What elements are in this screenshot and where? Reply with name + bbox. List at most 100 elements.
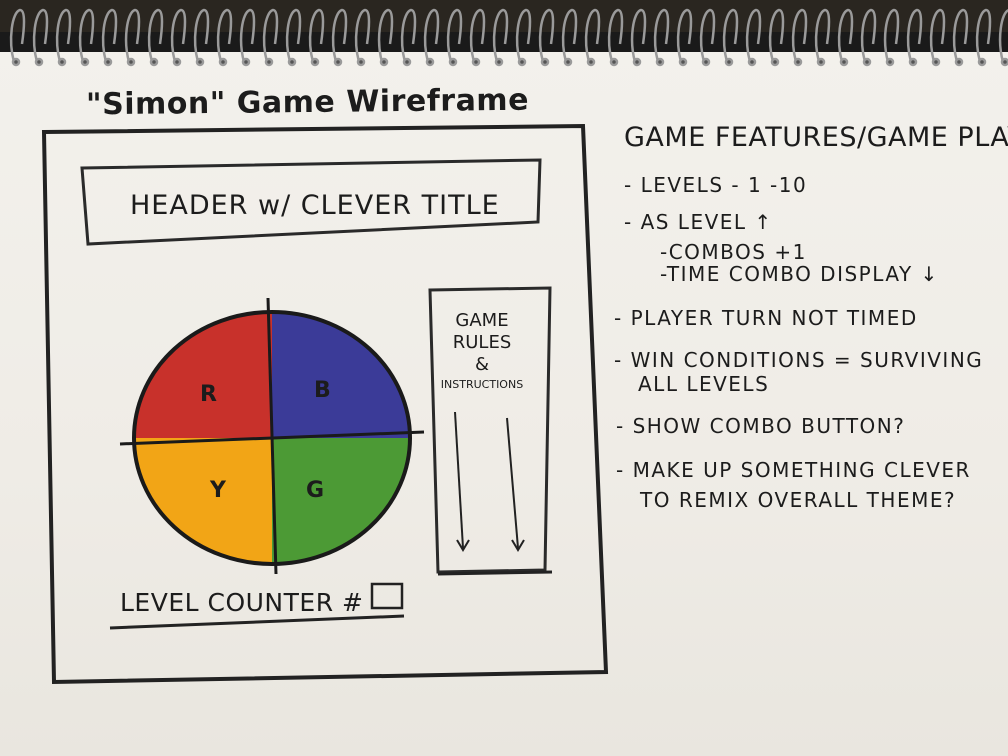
spiral-coil xyxy=(906,8,923,63)
binding-hole xyxy=(218,57,228,67)
spiral-coil xyxy=(952,8,969,63)
binding-hole xyxy=(609,57,619,67)
spiral-coil xyxy=(285,8,302,63)
binding-hole xyxy=(172,57,182,67)
binding-hole xyxy=(954,57,964,67)
binding-hole xyxy=(126,57,136,67)
spiral-coil xyxy=(699,8,716,63)
rules-arrow-right xyxy=(506,417,519,549)
header-placeholder-label: HEADER w/ CLEVER TITLE xyxy=(130,190,500,221)
spiral-coil xyxy=(630,8,647,63)
spiral-coil xyxy=(216,8,233,63)
spiral-coil xyxy=(124,8,141,63)
binding-hole xyxy=(862,57,872,67)
binding-hole xyxy=(356,57,366,67)
spiral-coil xyxy=(147,8,164,63)
spiral-coil xyxy=(860,8,877,63)
spiral-coil xyxy=(929,8,946,63)
spiral-coil xyxy=(883,8,900,63)
binding-hole xyxy=(517,57,527,67)
binding-hole xyxy=(977,57,987,67)
quadrant-label-blue: B xyxy=(314,378,331,403)
spiral-coil xyxy=(492,8,509,63)
note-item: - MAKE UP SOMETHING CLEVER xyxy=(616,458,971,482)
binding-hole xyxy=(402,57,412,67)
binding-hole xyxy=(655,57,665,67)
spiral-coil xyxy=(975,8,992,63)
rules-line-4: INSTRUCTIONS xyxy=(440,378,524,391)
header-box xyxy=(80,158,542,246)
binding-hole xyxy=(931,57,941,67)
spiral-coil xyxy=(78,8,95,63)
spiral-coil xyxy=(101,8,118,63)
spiral-coil xyxy=(722,8,739,63)
quadrant-yellow xyxy=(134,438,272,564)
spiral-coil xyxy=(584,8,601,63)
spiral-coil xyxy=(814,8,831,63)
binding-hole xyxy=(264,57,274,67)
binding-hole xyxy=(448,57,458,67)
spiral-coil xyxy=(791,8,808,63)
binding-hole xyxy=(287,57,297,67)
binding-hole xyxy=(839,57,849,67)
binding-hole xyxy=(241,57,251,67)
spiral-coil xyxy=(9,8,26,63)
spiral-coil xyxy=(653,8,670,63)
binding-hole xyxy=(57,57,67,67)
rules-panel-label: GAME RULES & INSTRUCTIONS xyxy=(432,310,532,394)
binding-hole xyxy=(563,57,573,67)
binding-hole xyxy=(11,57,21,67)
binding-hole xyxy=(540,57,550,67)
page-title: "Simon" Game Wireframe xyxy=(85,82,530,123)
note-item: - LEVELS - 1 -10 xyxy=(624,173,808,197)
spiral-coil xyxy=(331,8,348,63)
spiral-coil xyxy=(469,8,486,63)
binding-hole xyxy=(678,57,688,67)
binding-hole xyxy=(1000,57,1008,67)
note-item: TO REMIX OVERALL THEME? xyxy=(640,488,957,512)
spiral-coil xyxy=(515,8,532,63)
binding-hole xyxy=(333,57,343,67)
quadrant-green xyxy=(272,438,410,564)
rules-arrow-left xyxy=(454,411,464,549)
binding-hole xyxy=(425,57,435,67)
binding-hole xyxy=(471,57,481,67)
spiral-coil xyxy=(561,8,578,63)
quadrant-blue xyxy=(272,312,410,438)
rules-line-3: & xyxy=(474,354,490,375)
binding-hole xyxy=(793,57,803,67)
binding-hole xyxy=(310,57,320,67)
binding-hole xyxy=(379,57,389,67)
rules-line-2: RULES xyxy=(452,332,512,353)
binding-hole xyxy=(747,57,757,67)
simon-game-board[interactable] xyxy=(119,297,425,575)
note-item: -COMBOS +1 xyxy=(660,240,807,264)
spiral-coil xyxy=(837,8,854,63)
binding-hole xyxy=(701,57,711,67)
rules-line-1: GAME xyxy=(455,310,509,331)
note-item: - PLAYER TURN NOT TIMED xyxy=(614,306,918,330)
note-item: - WIN CONDITIONS = SURVIVING xyxy=(614,348,984,372)
spiral-coil xyxy=(446,8,463,63)
spiral-coil xyxy=(538,8,555,63)
spiral-coil xyxy=(377,8,394,63)
spiral-coil xyxy=(193,8,210,63)
spiral-coil xyxy=(768,8,785,63)
spiral-coil xyxy=(239,8,256,63)
quadrant-label-red: R xyxy=(200,382,217,407)
spiral-coil xyxy=(354,8,371,63)
binding-hole xyxy=(34,57,44,67)
binding-hole xyxy=(816,57,826,67)
binding-hole xyxy=(103,57,113,67)
spiral-coil xyxy=(998,9,1008,63)
binding-hole xyxy=(885,57,895,67)
spiral-coil xyxy=(423,8,440,63)
binding-hole xyxy=(632,57,642,67)
spiral-coil xyxy=(170,8,187,63)
quadrant-red xyxy=(134,312,272,438)
level-counter-box xyxy=(370,582,404,610)
binding-hole xyxy=(770,57,780,67)
spiral-binding xyxy=(0,0,1008,67)
note-item: -TIME COMBO DISPLAY ↓ xyxy=(660,262,939,286)
spiral-coil xyxy=(607,8,624,63)
